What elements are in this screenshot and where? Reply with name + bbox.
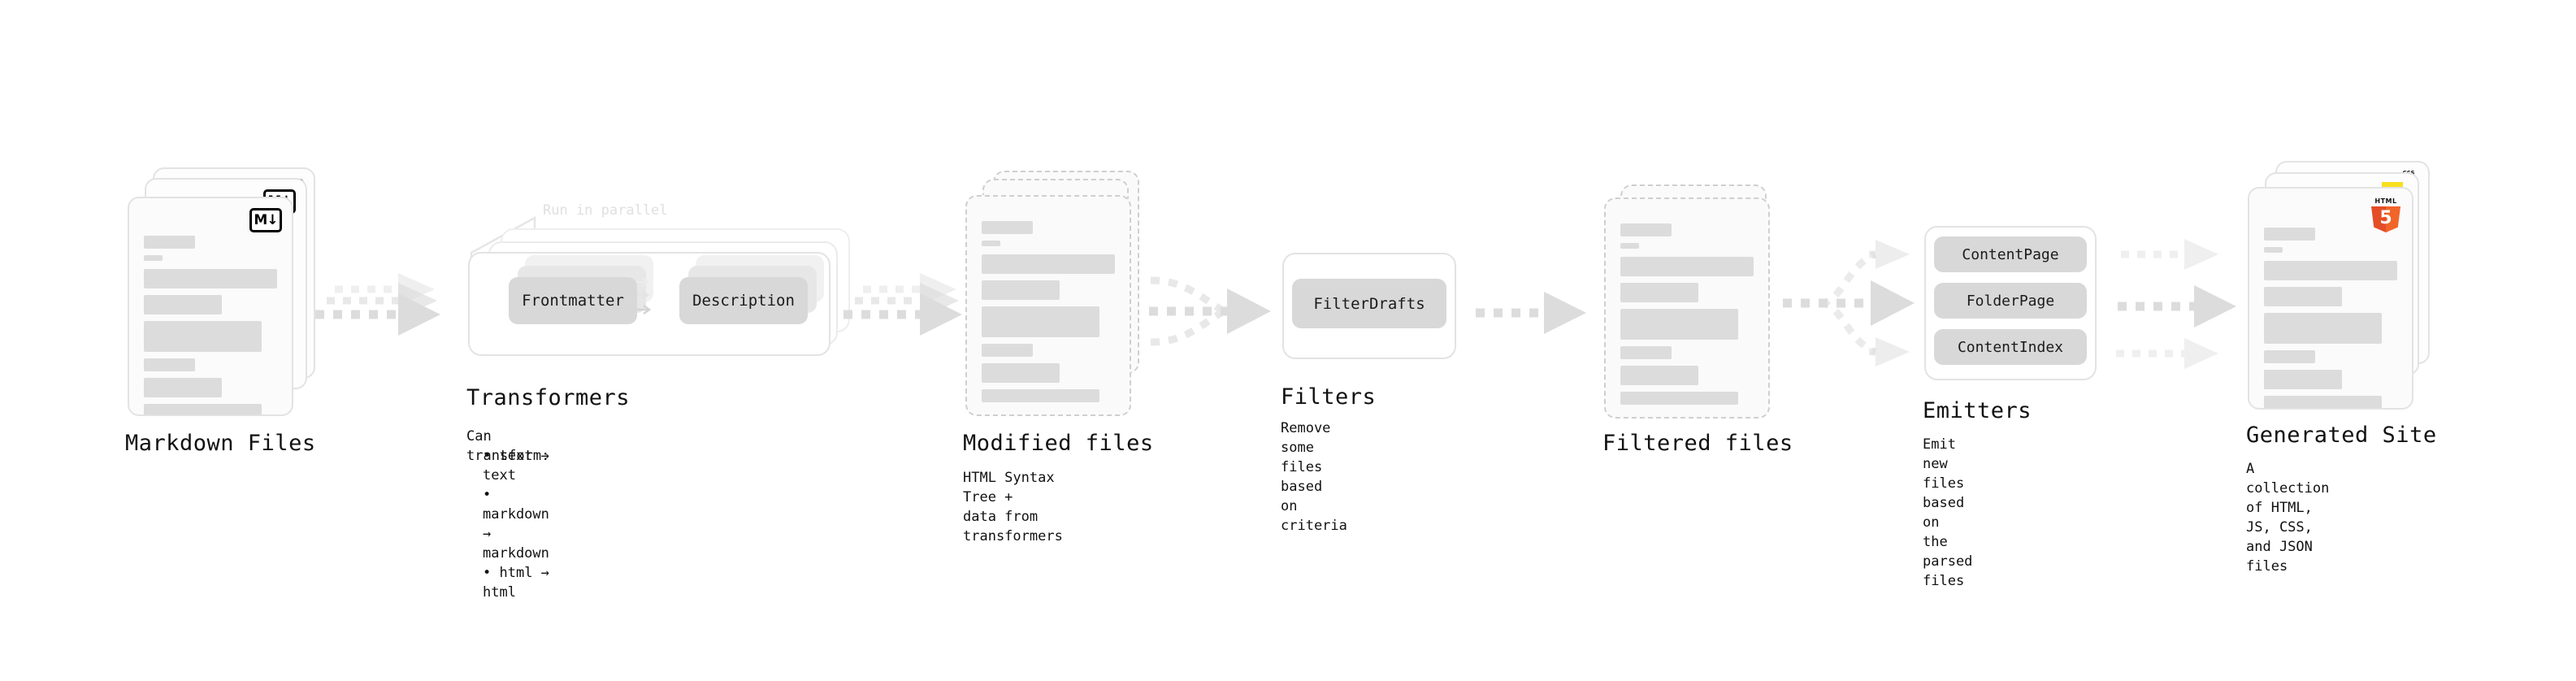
skeleton-bar xyxy=(2264,287,2342,306)
transformers-bullets: text → text markdown → markdown html → h… xyxy=(466,446,549,602)
skeleton-bar xyxy=(144,295,222,314)
markdown-files-title: Markdown Files xyxy=(125,431,316,456)
skeleton-bar xyxy=(1620,283,1698,302)
generated-site-title: Generated Site xyxy=(2246,423,2437,448)
generated-site-subtitle: A collection of HTML, JS, CSS, and JSON … xyxy=(2246,461,2330,575)
filters-title: Filters xyxy=(1281,384,1377,410)
transformer-chip-frontmatter[interactable]: Frontmatter xyxy=(509,277,637,324)
skeleton-bar xyxy=(2264,261,2397,280)
skeleton-bars xyxy=(144,236,277,414)
skeleton-bar xyxy=(144,269,277,288)
markdown-icon: M↓ xyxy=(249,208,282,232)
skeleton-bars xyxy=(1620,223,1754,411)
skeleton-bar xyxy=(144,236,195,249)
skeleton-bar xyxy=(144,358,195,371)
skeleton-bar xyxy=(982,389,1099,402)
transformers-bullet: text → text xyxy=(483,446,549,485)
skeleton-bar xyxy=(144,255,163,261)
filters-subtitle: Remove some files based on criteria xyxy=(1281,420,1347,534)
modified-files-subtitle: HTML Syntax Tree + data from transformer… xyxy=(963,470,1063,544)
skeleton-bar xyxy=(144,378,222,397)
skeleton-bar xyxy=(2264,313,2382,344)
skeleton-bar xyxy=(144,321,262,352)
skeleton-bar xyxy=(982,221,1033,234)
skeleton-bars xyxy=(982,221,1115,409)
filtered-file-card-front xyxy=(1604,197,1770,419)
emitter-chip-folderpage[interactable]: FolderPage xyxy=(1934,283,2087,319)
skeleton-bar xyxy=(2264,247,2283,253)
markdown-file-card-front: M↓ xyxy=(128,197,293,416)
skeleton-bar xyxy=(982,363,1060,383)
transformer-chip-description[interactable]: Description xyxy=(679,277,808,324)
skeleton-bar xyxy=(2264,350,2315,363)
generated-file-card-front: HTML 5 xyxy=(2248,187,2413,410)
connector-emitters-to-generated-site xyxy=(2116,239,2236,369)
skeleton-bar xyxy=(2264,370,2342,389)
skeleton-bar xyxy=(1620,257,1754,276)
skeleton-bar xyxy=(1620,223,1672,236)
emitter-chip-contentpage[interactable]: ContentPage xyxy=(1934,236,2087,272)
connector-filtered-files-to-emitters xyxy=(1783,240,1915,367)
filtered-files-title: Filtered files xyxy=(1602,431,1793,456)
run-in-parallel-label: Run in parallel xyxy=(543,202,668,219)
html5-icon: HTML 5 xyxy=(2371,197,2400,232)
skeleton-bar xyxy=(1620,243,1639,249)
connector-markdown-to-transformers xyxy=(315,273,440,336)
connector-transformers-to-modified-files xyxy=(843,273,962,336)
emitters-title: Emitters xyxy=(1923,398,2032,423)
modified-files-title: Modified files xyxy=(963,431,1154,456)
skeleton-bar xyxy=(1620,346,1672,359)
transformers-title: Transformers xyxy=(466,385,631,410)
emitters-subtitle: Emit new files based on the parsed files xyxy=(1923,436,1973,589)
emitter-chip-contentindex[interactable]: ContentIndex xyxy=(1934,329,2087,365)
skeleton-bar xyxy=(982,280,1060,300)
skeleton-bar xyxy=(2264,396,2382,408)
connector-filters-to-filtered-files xyxy=(1476,292,1586,334)
transformers-bullet: html → html xyxy=(483,563,549,602)
skeleton-bar xyxy=(1620,309,1738,340)
skeleton-bar xyxy=(982,344,1033,357)
skeleton-bar xyxy=(982,254,1115,274)
skeleton-bar xyxy=(1620,392,1738,405)
skeleton-bar xyxy=(2264,228,2315,241)
skeleton-bars xyxy=(2264,228,2397,408)
html5-icon-label: HTML xyxy=(2374,197,2397,205)
skeleton-bar xyxy=(982,306,1099,337)
transformers-bullet: markdown → markdown xyxy=(483,485,549,563)
skeleton-bar xyxy=(144,404,262,414)
html5-icon-digit: 5 xyxy=(2379,208,2392,228)
skeleton-bar xyxy=(982,241,1000,246)
modified-file-card-front xyxy=(965,195,1131,416)
connector-modified-files-to-filters xyxy=(1149,276,1271,346)
filter-chip-filterdrafts[interactable]: FilterDrafts xyxy=(1292,279,1446,328)
skeleton-bar xyxy=(1620,366,1698,385)
